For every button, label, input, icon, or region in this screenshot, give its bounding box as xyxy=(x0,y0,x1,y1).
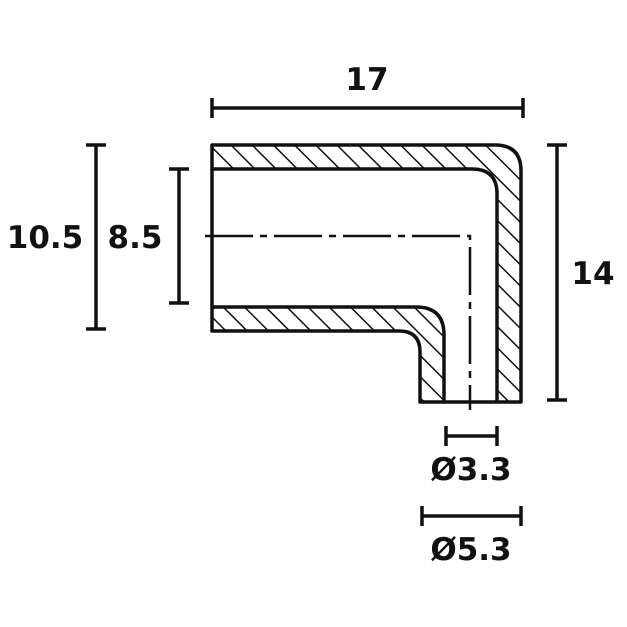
label-outer-height-left: 10.5 xyxy=(7,220,84,256)
dimension-inner-height-left: 8.5 xyxy=(108,167,189,305)
label-outer-diameter: Ø5.3 xyxy=(430,532,511,568)
dimension-outer-height-left: 10.5 xyxy=(7,143,106,331)
label-right-height: 14 xyxy=(571,256,614,292)
label-inner-diameter: Ø3.3 xyxy=(430,452,511,488)
dimension-inner-diameter: Ø3.3 xyxy=(430,426,512,488)
inner-wall-hatch xyxy=(210,305,446,404)
outer-wall-hatch xyxy=(210,143,523,404)
dimension-right-height: 14 xyxy=(547,143,615,402)
label-inner-height-left: 8.5 xyxy=(108,220,163,256)
dimension-top-width: 17 xyxy=(210,62,525,118)
dimension-outer-diameter: Ø5.3 xyxy=(420,506,523,568)
centerline xyxy=(205,234,472,410)
label-top-width: 17 xyxy=(345,62,388,98)
